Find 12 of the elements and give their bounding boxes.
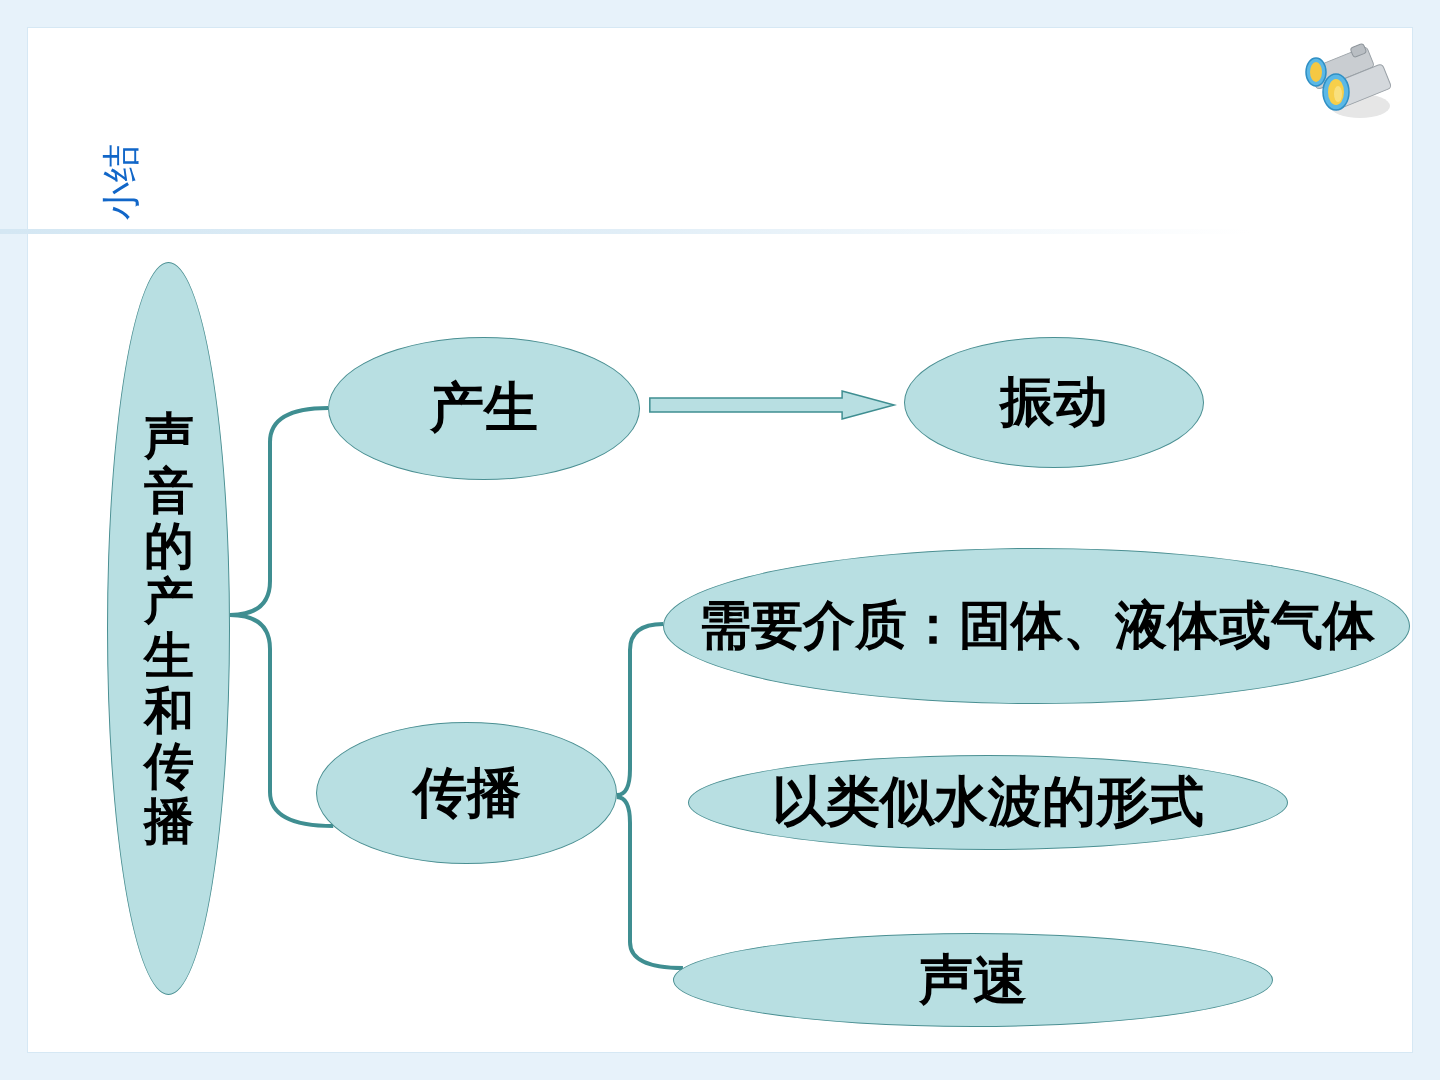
brace-connector — [616, 622, 664, 797]
node-label: 需要介质：固体、液体或气体 — [698, 596, 1375, 656]
node-label: 以类似水波的形式 — [772, 771, 1204, 834]
node-label: 声音的产生和传播 — [143, 408, 194, 849]
block-arrow — [649, 390, 897, 420]
node-label: 产生 — [430, 377, 538, 440]
brace-connector — [616, 795, 683, 970]
node-label: 传播 — [412, 761, 521, 825]
node-label: 声速 — [919, 948, 1027, 1012]
node-label: 振动 — [1000, 371, 1108, 434]
brace-connector — [229, 613, 334, 828]
slide-title: 小结 — [99, 144, 143, 220]
